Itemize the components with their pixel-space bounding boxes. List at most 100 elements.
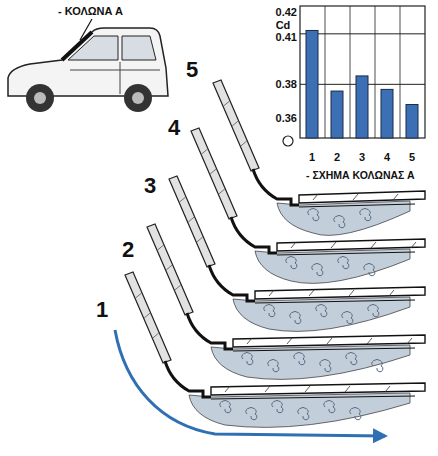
hatch	[327, 338, 332, 344]
wheel	[124, 84, 152, 112]
axis-value: 0.42	[276, 6, 297, 18]
windscreen-glass	[169, 176, 215, 267]
hatch	[305, 386, 310, 392]
grid-line	[300, 33, 425, 34]
swirl	[372, 360, 383, 372]
hatch	[247, 338, 252, 344]
swirl	[298, 408, 309, 420]
swirl	[290, 312, 301, 324]
bar	[406, 105, 418, 138]
roof-panel	[211, 383, 425, 395]
swirl	[342, 312, 353, 324]
grid-line	[375, 6, 376, 138]
hatch	[153, 333, 159, 338]
headliner	[299, 204, 415, 207]
car-window	[122, 36, 156, 60]
roof-panel	[299, 191, 425, 203]
windscreen-glass	[191, 128, 237, 219]
wheel-hub	[34, 92, 46, 104]
swirl	[312, 264, 323, 276]
hatch	[309, 290, 314, 296]
headliner	[233, 348, 415, 351]
axis-title: - ΣΧΗΜΑ ΚΟΛΩΝΑΣ Α	[306, 170, 415, 182]
axis-category: 5	[409, 151, 415, 163]
hatch	[291, 242, 296, 248]
hatch	[367, 338, 372, 344]
hatch	[197, 237, 203, 242]
pillar-profile	[187, 313, 233, 349]
axis-category: 3	[359, 151, 365, 163]
hatch	[345, 386, 350, 392]
leader-line	[80, 19, 92, 40]
airflow-arrow	[115, 330, 385, 436]
callout-number: 4	[168, 116, 180, 140]
callout-number: 5	[186, 58, 198, 82]
hatch	[265, 386, 270, 392]
swirl	[264, 305, 275, 317]
hatch	[407, 338, 412, 344]
swirl	[286, 257, 297, 269]
hatch	[180, 197, 186, 202]
pillar-profile	[209, 265, 255, 301]
swirl	[350, 408, 361, 420]
bar	[306, 30, 318, 138]
roof-panel	[277, 239, 425, 251]
swirl	[334, 216, 345, 228]
callout-number: 2	[122, 238, 134, 262]
windscreen-glass	[213, 80, 259, 171]
hatch	[269, 290, 274, 296]
hatch	[371, 242, 376, 248]
axis-category: 2	[334, 151, 340, 163]
pillar-profile	[231, 217, 277, 253]
axis-category: 1	[309, 151, 315, 163]
swirl	[272, 401, 283, 413]
swirl	[308, 209, 319, 221]
wheel	[26, 84, 54, 112]
plot-frame	[300, 6, 425, 138]
windscreen-glass	[125, 272, 171, 363]
pillar-sections	[125, 80, 425, 427]
swirl	[316, 305, 327, 317]
grid-line	[350, 6, 351, 138]
hatch	[353, 194, 358, 200]
swirl	[324, 401, 335, 413]
pillar-section	[125, 272, 425, 427]
swirl	[246, 408, 257, 420]
hatch	[389, 290, 394, 296]
bar-chart	[283, 6, 425, 146]
axis-value: 0.41	[276, 31, 297, 43]
swirl	[360, 209, 371, 221]
hatch	[287, 338, 292, 344]
bar	[356, 76, 368, 138]
swirl	[368, 305, 379, 317]
a-pillar	[62, 32, 92, 60]
axis-category: 4	[384, 151, 390, 163]
hatch	[349, 290, 354, 296]
hatch	[393, 194, 398, 200]
headliner	[277, 252, 415, 255]
grid-line	[325, 6, 326, 138]
hatch	[210, 169, 216, 174]
axis-value: 0.38	[276, 78, 297, 90]
callout-number: 1	[96, 298, 108, 322]
hatch	[166, 265, 172, 270]
hatch	[175, 285, 181, 290]
headliner	[255, 300, 415, 303]
hatch	[188, 217, 194, 222]
pillar-section	[169, 176, 425, 331]
windscreen-glass	[147, 224, 193, 315]
bar	[331, 91, 343, 138]
bar	[381, 89, 393, 138]
swirl	[268, 360, 279, 372]
roof-panel	[255, 287, 425, 299]
headliner	[211, 396, 415, 399]
swirl	[242, 353, 253, 365]
roof-panel	[233, 335, 425, 347]
hatch	[158, 245, 164, 250]
pillar-section	[191, 128, 425, 283]
hatch	[224, 101, 230, 106]
pillar-section	[213, 80, 425, 235]
swirl	[220, 401, 231, 413]
